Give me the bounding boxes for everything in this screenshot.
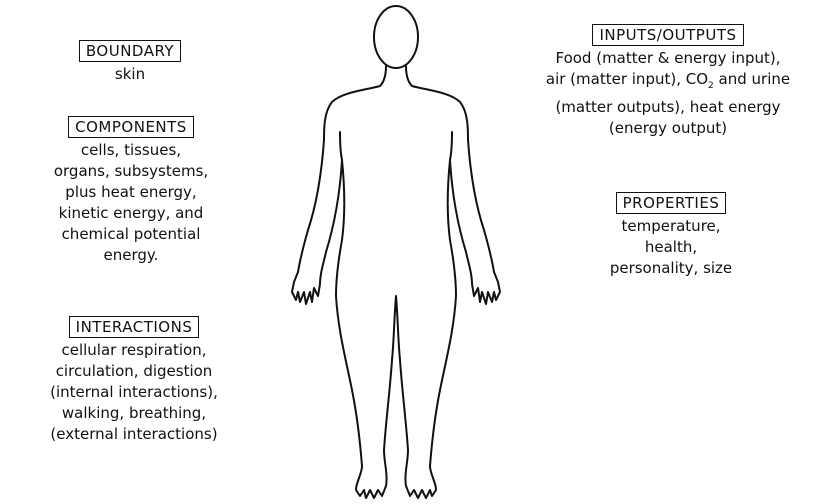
interactions-line: cellular respiration,	[61, 341, 207, 359]
left-armpit-line	[339, 131, 343, 161]
components-line: kinetic energy, and	[58, 204, 204, 222]
co2-suffix-text: and urine	[713, 70, 791, 88]
inputs-outputs-line: air (matter input), CO2 and urine	[510, 69, 826, 97]
properties-section: PROPERTIES temperature, health, personal…	[556, 192, 786, 279]
boundary-title: BOUNDARY	[78, 40, 182, 62]
properties-line: personality, size	[609, 259, 733, 277]
interactions-line: circulation, digestion	[55, 362, 213, 380]
boundary-section: BOUNDARY skin	[72, 40, 188, 85]
boundary-line: skin	[114, 65, 146, 83]
human-body-outline	[291, 5, 501, 499]
boundary-text: skin	[72, 64, 188, 85]
interactions-title: INTERACTIONS	[68, 316, 200, 338]
co2-subscript: 2	[708, 81, 714, 91]
components-line: organs, subsystems,	[53, 162, 209, 180]
inputs-outputs-title: INPUTS/OUTPUTS	[592, 24, 744, 46]
components-line: cells, tissues,	[80, 141, 182, 159]
properties-line: temperature,	[621, 217, 721, 235]
inputs-outputs-line: (energy output)	[608, 119, 728, 137]
properties-text: temperature, health, personality, size	[556, 216, 786, 279]
components-line: energy.	[103, 246, 159, 264]
right-armpit-line	[449, 131, 453, 161]
inputs-outputs-text: Food (matter & energy input), air (matte…	[510, 48, 826, 139]
interactions-line: walking, breathing,	[61, 404, 207, 422]
components-line: chemical potential	[61, 225, 201, 243]
inputs-outputs-line: (matter outputs), heat energy	[555, 98, 781, 116]
interactions-section: INTERACTIONS cellular respiration, circu…	[0, 316, 268, 445]
components-text: cells, tissues, organs, subsystems, plus…	[0, 140, 262, 266]
inputs-outputs-section: INPUTS/OUTPUTS Food (matter & energy inp…	[510, 24, 826, 139]
inputs-outputs-line: Food (matter & energy input),	[555, 49, 781, 67]
components-line: plus heat energy,	[65, 183, 197, 201]
properties-line: health,	[644, 238, 698, 256]
body-silhouette	[291, 65, 501, 499]
interactions-line: (internal interactions),	[50, 383, 218, 401]
co2-prefix-text: air (matter input), CO	[545, 70, 709, 88]
properties-title: PROPERTIES	[615, 192, 727, 214]
interactions-text: cellular respiration, circulation, diges…	[0, 340, 268, 445]
head-outline	[373, 5, 419, 69]
interactions-line: (external interactions)	[50, 425, 218, 443]
components-section: COMPONENTS cells, tissues, organs, subsy…	[0, 116, 262, 266]
components-title: COMPONENTS	[68, 116, 194, 138]
